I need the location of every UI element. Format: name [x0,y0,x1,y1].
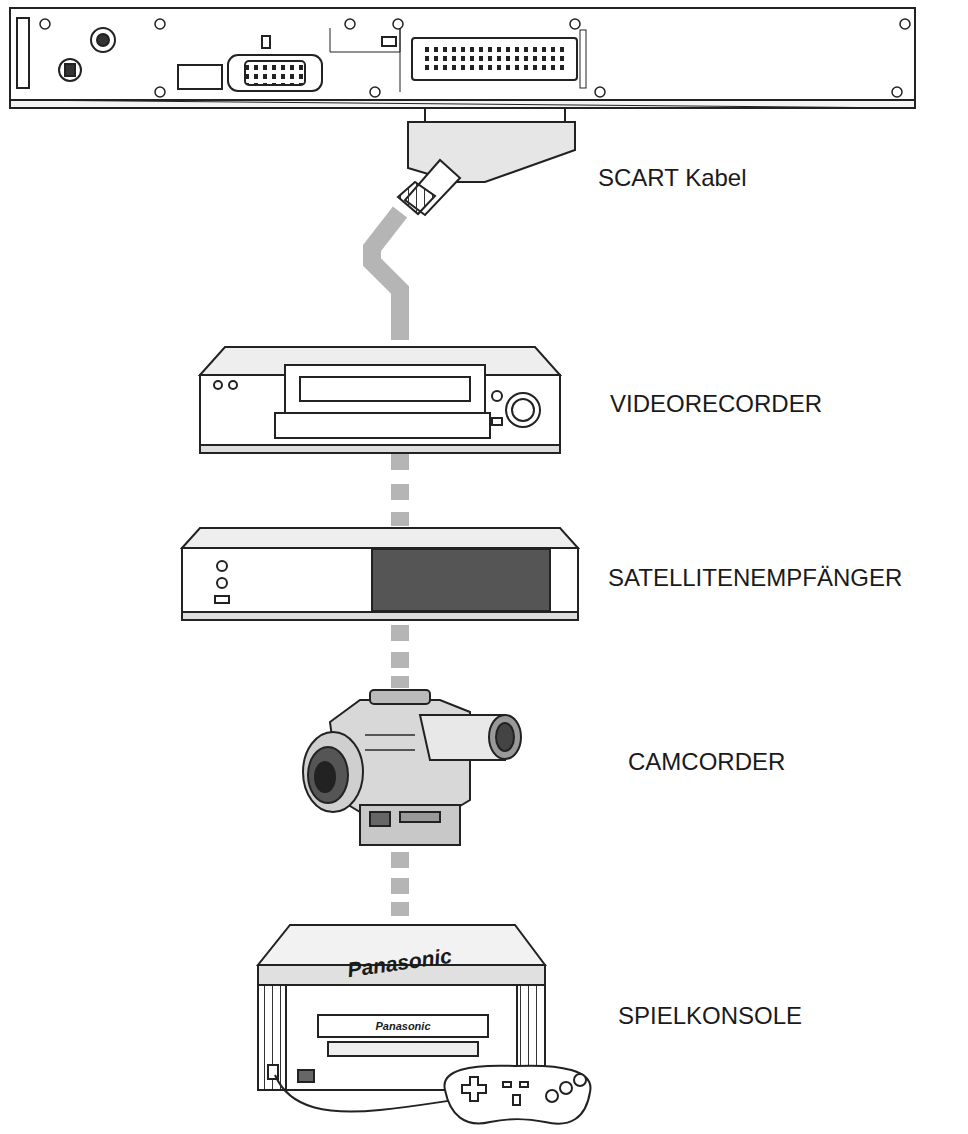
label-text: CAMCORDER [628,749,785,775]
dashed-connection [391,454,409,916]
brand-logo: Panasonic [375,1021,430,1032]
videorecorder [200,347,560,453]
label-text: SCART Kabel [598,165,747,191]
scart-cable [372,212,400,340]
satellitenempfaenger [182,528,578,620]
panel-screws [40,19,910,97]
device-rear-panel [10,8,915,108]
scart-plug [398,108,575,215]
gamepad [444,1066,590,1124]
label-text: SATELLITENEMPFÄNGER [608,565,902,591]
label-text: SPIELKONSOLE [618,1003,802,1029]
label-text: VIDEORECORDER [610,391,822,417]
camcorder [303,690,521,845]
